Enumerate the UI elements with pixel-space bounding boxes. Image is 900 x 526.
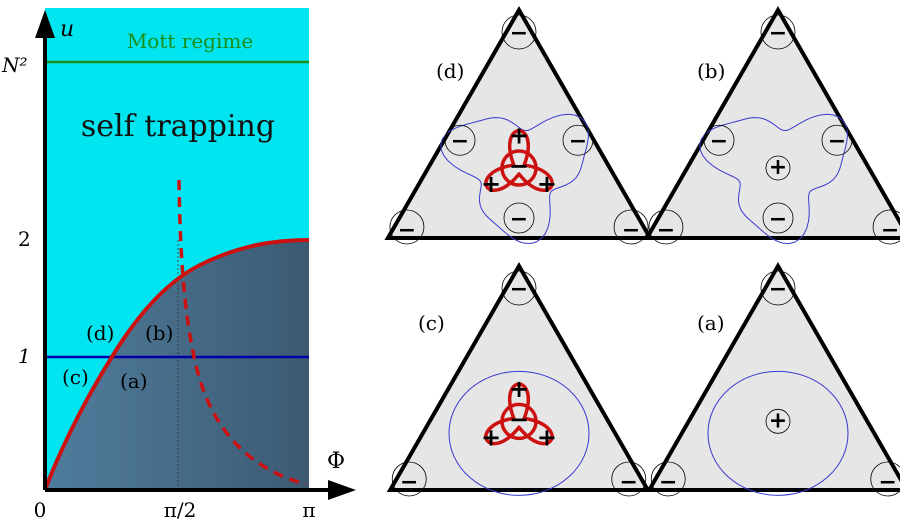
corner-minus-sign-left: − — [400, 470, 418, 495]
point-label-a: (a) — [120, 369, 148, 393]
right-side-vortex-circle — [821, 124, 853, 156]
base-vortex-circle — [503, 202, 535, 234]
right-side-minus-sign: − — [569, 129, 587, 154]
triangle-panel-b: − − − − − − + (b) — [643, 5, 900, 245]
base-vortex-circle — [762, 202, 794, 234]
phase-diagram: Mott regime self trapping u Φ N² 2 1 0 π… — [1, 8, 356, 522]
y-axis-label: u — [60, 17, 74, 42]
loop-plus-sign-2: + — [481, 423, 501, 451]
center-minus-sign: − — [509, 152, 529, 180]
triangle-outline — [384, 5, 654, 240]
base-minus-sign: − — [510, 207, 528, 232]
corner-vortex-apex-circle — [501, 270, 537, 306]
corner-vortex-right-circle — [870, 461, 900, 497]
corner-vortex-left-circle — [389, 209, 425, 245]
y-tick-2: 2 — [18, 227, 31, 251]
corner-minus-sign-right: − — [879, 470, 897, 495]
superfluid-region — [45, 240, 309, 490]
right-side-minus-sign: − — [828, 129, 846, 154]
center-vortex-circle — [765, 408, 791, 434]
center-plus-sign: + — [769, 408, 787, 433]
x-tick-pi-half: π/2 — [164, 498, 197, 522]
left-side-minus-sign: − — [451, 129, 469, 154]
phase-contour — [440, 113, 589, 245]
center-vortex-circle — [765, 155, 791, 181]
corner-minus-sign-right: − — [881, 218, 899, 243]
y-tick-1: 1 — [18, 344, 31, 368]
left-side-minus-sign: − — [710, 129, 728, 154]
left-side-vortex-circle — [703, 124, 735, 156]
y-tick-n-squared: N² — [1, 53, 28, 77]
point-label-c: (c) — [62, 365, 89, 389]
left-side-vortex-circle — [444, 124, 476, 156]
triangle-panel-d: −−−−−−−+++(d) — [384, 5, 654, 245]
center-minus-sign: − — [509, 405, 529, 433]
loop-plus-sign-0: + — [509, 122, 529, 150]
panel-label-a: (a) — [697, 311, 725, 335]
center-plus-sign: + — [769, 155, 787, 180]
triangle-panel-c: −−−−+++(c) — [386, 261, 652, 497]
corner-minus-sign-apex: − — [769, 21, 787, 46]
corner-vortex-right-circle — [613, 209, 649, 245]
x-tick-pi: π — [302, 498, 315, 522]
corner-vortex-right-circle — [872, 209, 900, 245]
triangle-outline — [645, 261, 900, 492]
right-side-vortex-circle — [562, 124, 594, 156]
corner-minus-sign-left: − — [659, 470, 677, 495]
panel-label-c: (c) — [418, 311, 445, 335]
center-loop-circle — [500, 149, 538, 187]
phase-boundary-curve — [43, 238, 310, 491]
base-minus-sign: − — [769, 207, 787, 232]
x-axis-label: Φ — [327, 449, 345, 474]
loop-plus-sign-1: + — [537, 170, 557, 198]
corner-minus-sign-apex: − — [510, 277, 528, 302]
center-loop-circle — [500, 402, 538, 441]
loop-plus-sign-1: + — [537, 423, 557, 451]
y-axis-arrow-icon — [35, 10, 55, 38]
corner-vortex-left-circle — [650, 461, 686, 497]
mott-regime-label: Mott regime — [127, 29, 253, 53]
triangle-outline — [386, 261, 652, 492]
corner-vortex-left-circle — [648, 209, 684, 245]
corner-minus-sign-left: − — [398, 218, 416, 243]
phase-contour — [448, 370, 590, 496]
panel-label-b: (b) — [697, 59, 725, 83]
corner-minus-sign-right: − — [622, 218, 640, 243]
panel-label-d: (d) — [436, 59, 464, 83]
corner-minus-sign-left: − — [657, 218, 675, 243]
x-tick-0: 0 — [34, 498, 47, 522]
corner-vortex-right-circle — [611, 461, 647, 497]
corner-minus-sign-apex: − — [510, 21, 528, 46]
x-axis-arrow-icon — [328, 480, 356, 500]
point-label-b: (b) — [145, 321, 173, 345]
corner-vortex-apex-circle — [760, 14, 796, 50]
loop-plus-sign-2: + — [481, 170, 501, 198]
loop-plus-sign-0: + — [509, 375, 529, 403]
point-label-d: (d) — [86, 321, 114, 345]
phase-contour — [707, 370, 849, 496]
corner-vortex-apex-circle — [760, 270, 796, 306]
phase-contour — [699, 113, 848, 245]
self-trapping-label: self trapping — [81, 109, 275, 144]
corner-vortex-left-circle — [391, 461, 427, 497]
corner-vortex-apex-circle — [501, 14, 537, 50]
corner-minus-sign-right: − — [620, 470, 638, 495]
corner-minus-sign-apex: − — [769, 277, 787, 302]
triangle-panel-a: − − − + (a) — [645, 261, 900, 497]
